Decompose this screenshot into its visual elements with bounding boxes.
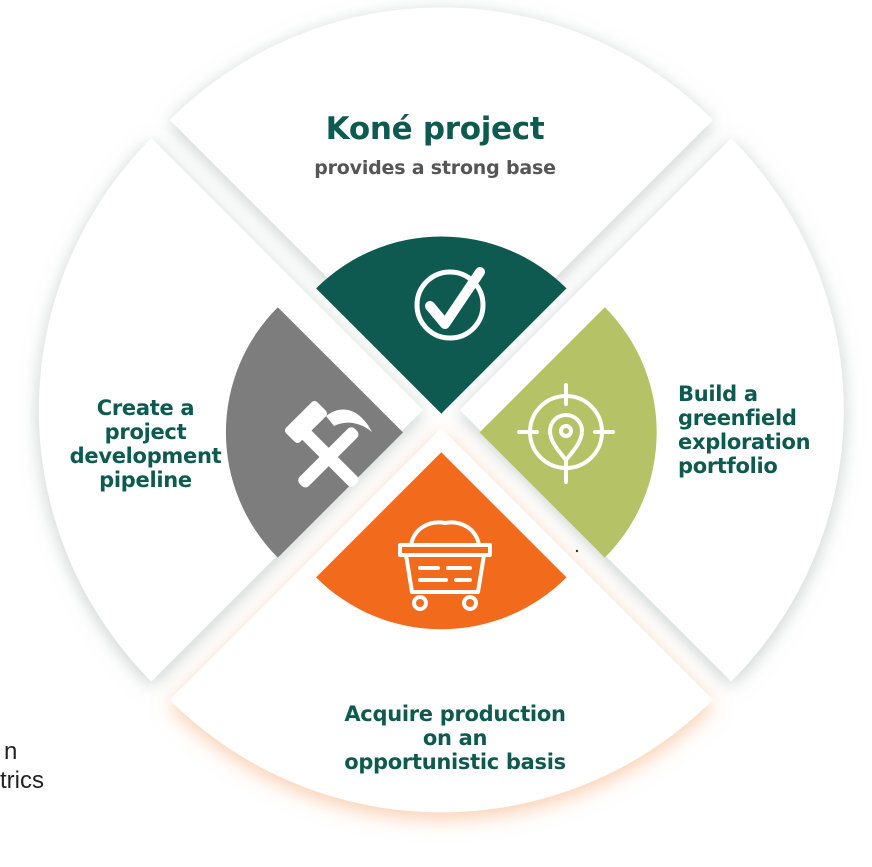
segment-left-line: Create a xyxy=(96,396,195,420)
hammer-pickaxe-icon xyxy=(285,401,372,488)
segment-right-line: greenfield xyxy=(678,406,797,431)
segment-right-line: portfolio xyxy=(678,454,778,479)
segment-left-line: development xyxy=(69,444,222,469)
segment-bottom-label: Acquire production on an opportunistic b… xyxy=(285,702,625,774)
segment-left-label: Create a project development pipeline xyxy=(58,396,233,493)
target-location-pin-icon xyxy=(517,383,615,484)
segment-left-line: project xyxy=(104,420,187,445)
segment-bottom-line: Acquire production xyxy=(344,702,566,726)
checkmark-circle-icon xyxy=(414,267,486,341)
segment-right-line: exploration xyxy=(678,430,811,455)
inner-segment-bottom xyxy=(316,452,567,630)
inner-segment-left xyxy=(225,307,403,558)
outer-segment-top xyxy=(169,7,713,392)
segment-top-title: Koné project xyxy=(325,111,545,147)
segment-bottom-line: opportunistic basis xyxy=(344,750,566,775)
stray-dot xyxy=(575,549,579,553)
segment-right-line: Build a xyxy=(678,382,758,406)
mine-cart-icon xyxy=(398,520,492,611)
segment-bottom-line: on an xyxy=(422,726,488,751)
partial-text-line: trics xyxy=(0,766,44,794)
segment-right-label: Build a greenfield exploration portfolio xyxy=(678,382,863,479)
partial-text-line: n xyxy=(4,738,18,765)
background-partial-text: n trics xyxy=(0,738,44,796)
segment-left-line: pipeline xyxy=(99,468,192,493)
inner-segment-right xyxy=(479,307,657,558)
segment-top-subtitle: provides a strong base xyxy=(314,157,556,179)
